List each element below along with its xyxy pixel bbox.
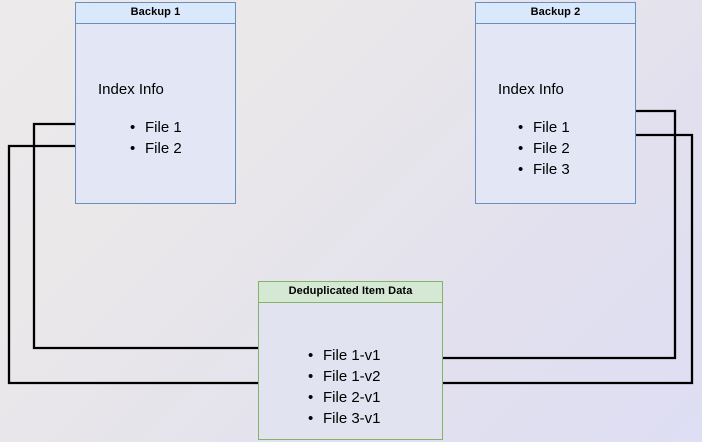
list-item: File 1-v1 bbox=[306, 345, 381, 366]
node-dedup-header: Deduplicated Item Data bbox=[259, 282, 442, 303]
list-item: File 3 bbox=[516, 159, 570, 180]
node-backup2[interactable]: Backup 2 Index Info File 1 File 2 File 3 bbox=[475, 2, 636, 204]
node-backup2-body: Index Info File 1 File 2 File 3 bbox=[476, 24, 635, 203]
node-backup2-file-list: File 1 File 2 File 3 bbox=[516, 117, 570, 180]
node-backup1-file-list: File 1 File 2 bbox=[128, 117, 182, 159]
list-item: File 2 bbox=[516, 138, 570, 159]
list-item: File 3-v1 bbox=[306, 408, 381, 429]
list-item: File 1 bbox=[516, 117, 570, 138]
node-backup2-index-label: Index Info bbox=[498, 81, 564, 98]
node-backup2-header: Backup 2 bbox=[476, 3, 635, 24]
list-item: File 2 bbox=[128, 138, 182, 159]
node-dedup-body: File 1-v1 File 1-v2 File 2-v1 File 3-v1 bbox=[259, 303, 442, 439]
node-dedup-file-list: File 1-v1 File 1-v2 File 2-v1 File 3-v1 bbox=[306, 345, 381, 429]
node-backup1[interactable]: Backup 1 Index Info File 1 File 2 bbox=[75, 2, 236, 204]
node-backup1-header: Backup 1 bbox=[76, 3, 235, 24]
list-item: File 1 bbox=[128, 117, 182, 138]
list-item: File 1-v2 bbox=[306, 366, 381, 387]
node-backup1-body: Index Info File 1 File 2 bbox=[76, 24, 235, 203]
list-item: File 2-v1 bbox=[306, 387, 381, 408]
node-deduplicated-item-data[interactable]: Deduplicated Item Data File 1-v1 File 1-… bbox=[258, 281, 443, 440]
node-backup1-index-label: Index Info bbox=[98, 81, 164, 98]
